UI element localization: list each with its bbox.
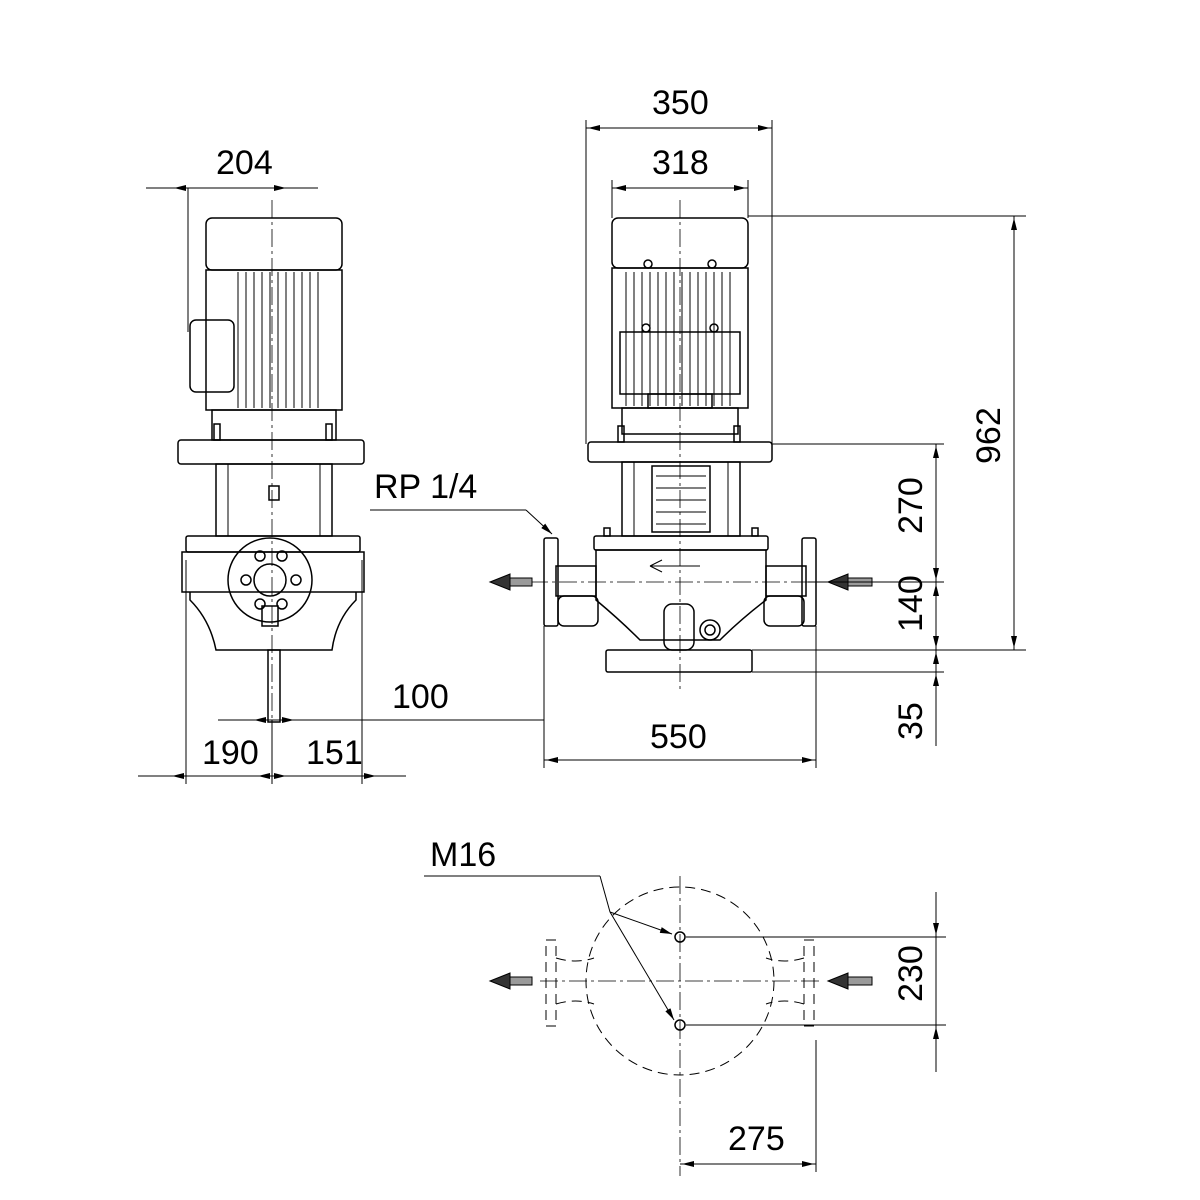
dim-151: 151 [306, 734, 363, 772]
plan-outlet-arrow-icon [488, 972, 533, 990]
front-base-plate [605, 649, 753, 673]
front-motor-fins [625, 272, 731, 406]
side-dimensions: 204 190 151 100 [138, 144, 544, 784]
dim-100: 100 [392, 678, 449, 716]
plan-flow-arrows [488, 972, 873, 990]
dim-230: 230 [892, 945, 930, 1002]
side-flange [227, 537, 313, 623]
side-motor-top [205, 217, 343, 271]
side-motor-body [205, 269, 343, 411]
side-view [177, 200, 365, 730]
side-stool-flange [177, 439, 365, 465]
dim-275: 275 [728, 1120, 785, 1158]
front-dimensions: 350 318 962 270 140 35 550 [370, 84, 1026, 768]
front-pump-casing [595, 549, 767, 641]
dim-962: 962 [970, 407, 1008, 464]
front-view [530, 200, 840, 690]
dim-270: 270 [892, 477, 930, 534]
dim-204: 204 [216, 144, 273, 182]
plan-inlet-arrow-icon [826, 972, 873, 990]
dim-190: 190 [202, 734, 259, 772]
plan-view [540, 876, 822, 1176]
dim-318: 318 [652, 144, 709, 182]
plan-bolt-hole-bottom [674, 1019, 686, 1031]
dim-35: 35 [892, 702, 930, 740]
dim-350: 350 [652, 84, 709, 122]
plan-bolt-hole-top [674, 931, 686, 943]
dim-140: 140 [892, 575, 930, 632]
callout-rp-1-4: RP 1/4 [374, 468, 477, 506]
plan-dimensions: 230 275 M16 [424, 836, 946, 1172]
callout-m16: M16 [430, 836, 496, 874]
outlet-arrow-icon [488, 573, 533, 591]
side-terminal-box [189, 319, 235, 393]
side-motor-fins [237, 272, 319, 408]
dim-550: 550 [650, 718, 707, 756]
